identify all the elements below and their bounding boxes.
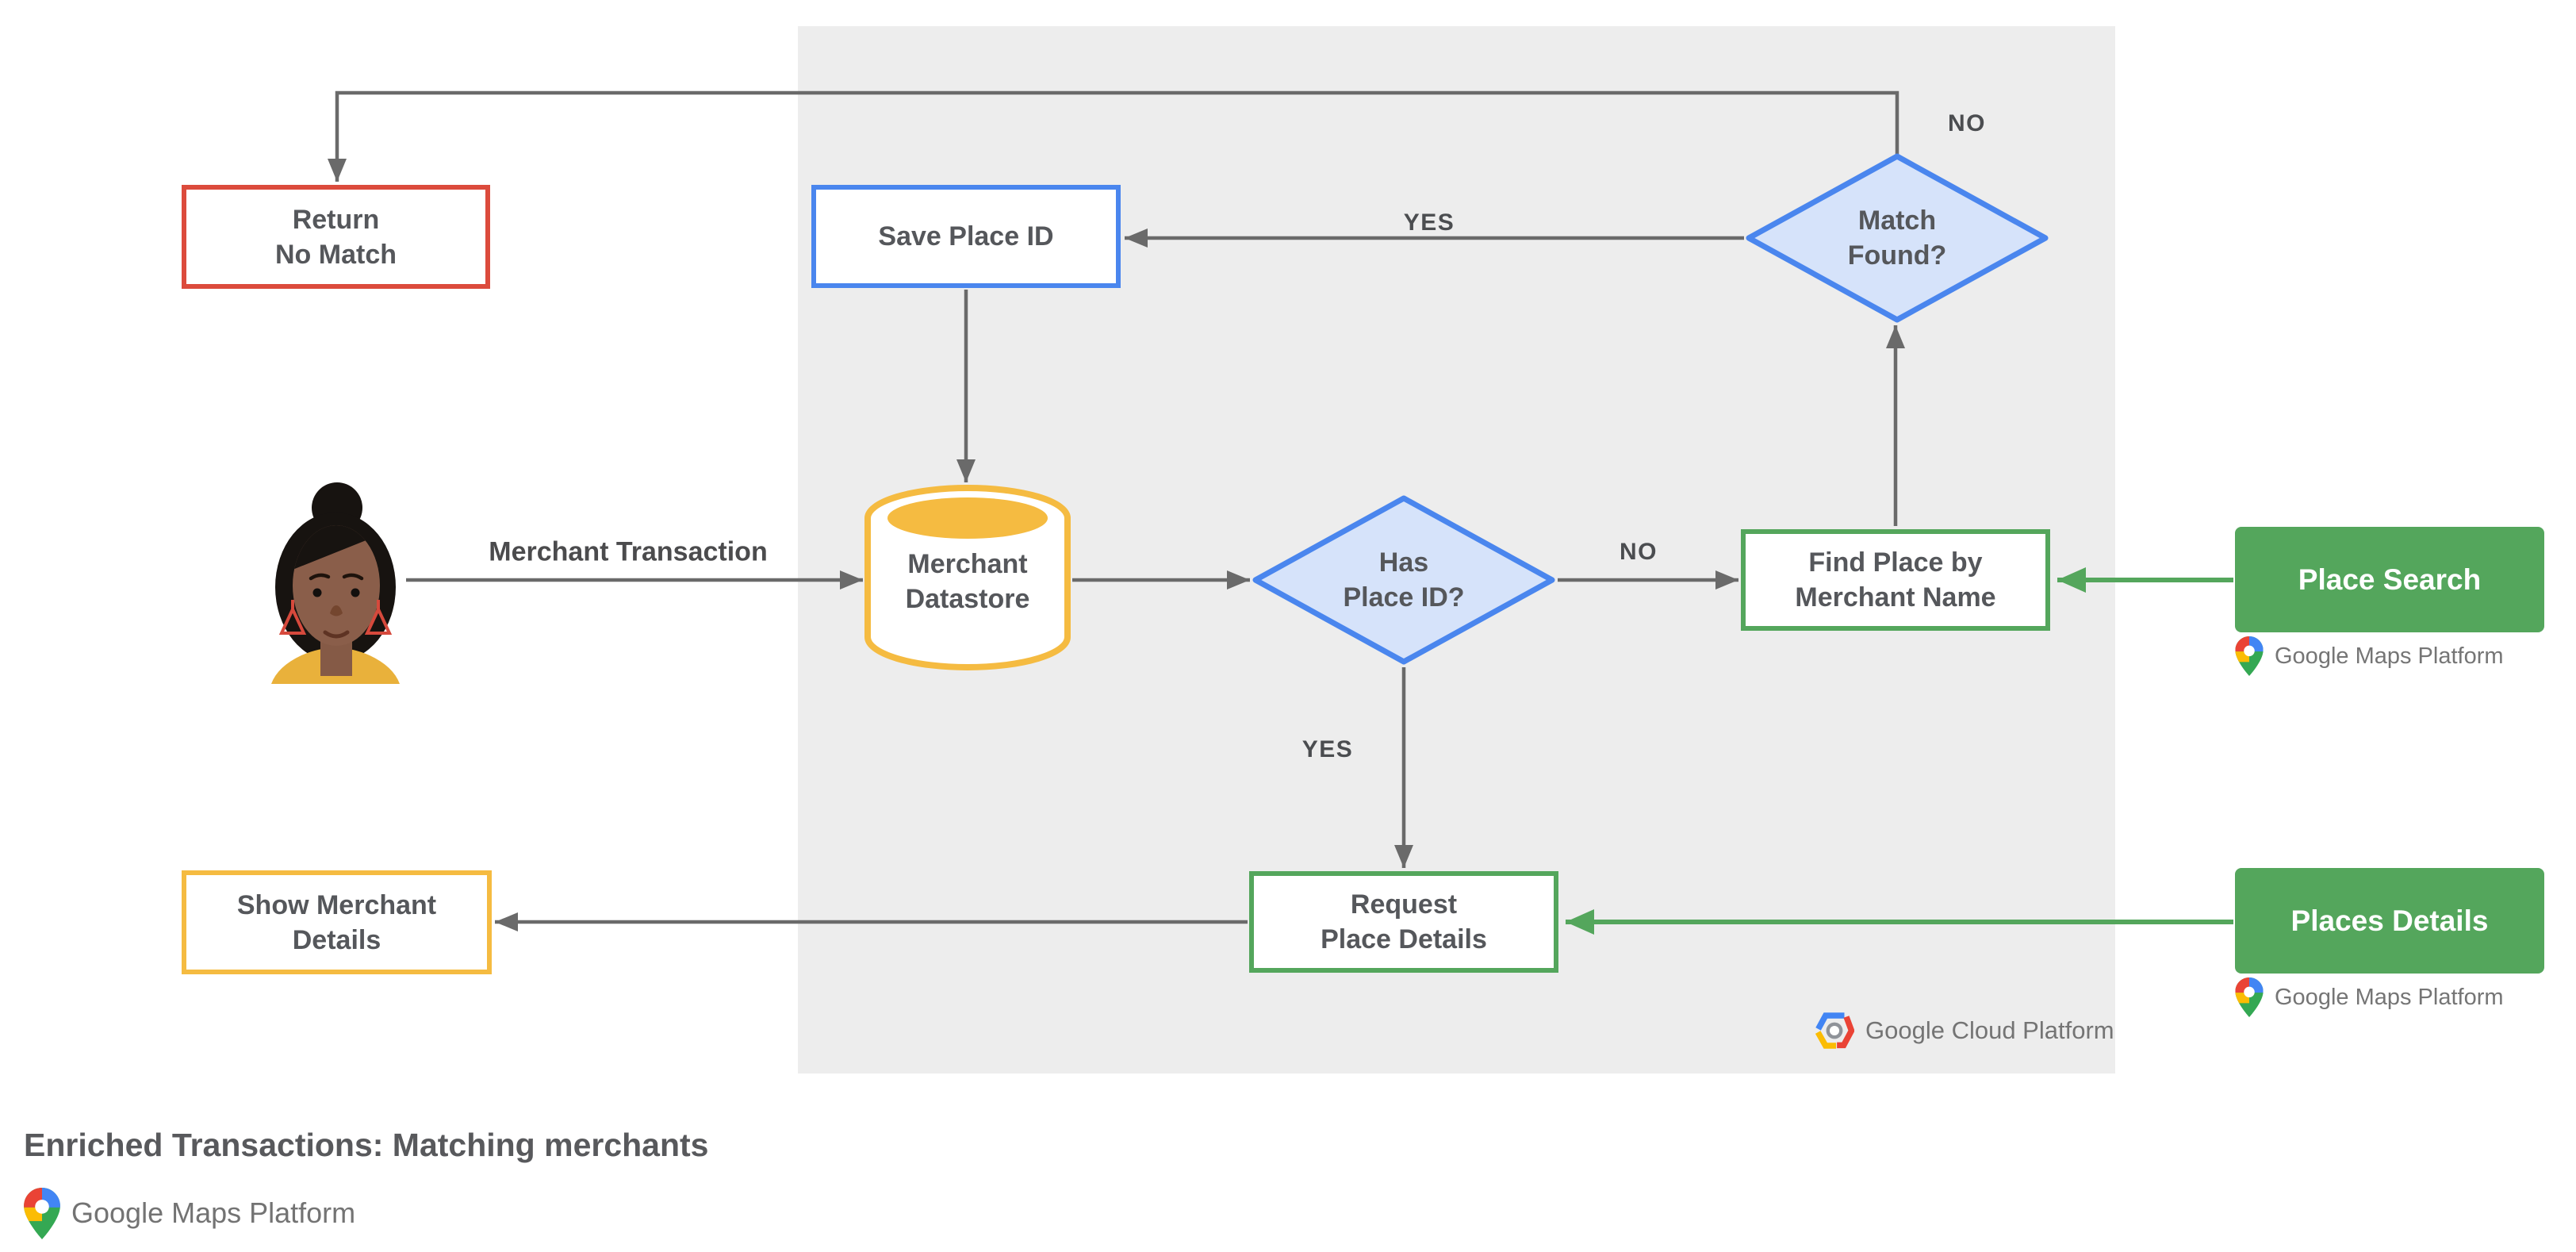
label-has-place-id-no: NO	[1620, 539, 1658, 565]
earrings	[278, 600, 393, 635]
label-match-found-yes: YES	[1403, 209, 1455, 236]
node-place-search-api: Place Search	[2235, 527, 2544, 632]
merchant-user-avatar	[270, 476, 401, 688]
node-match-found-decision: Match Found?	[1742, 149, 2053, 327]
node-return-no-match: Return No Match	[182, 185, 490, 289]
gcp-logo: Google Cloud Platform	[1815, 1011, 2114, 1050]
gmp-logo-places-details: Google Maps Platform	[2235, 976, 2504, 1019]
label-merchant-transaction: Merchant Transaction	[489, 536, 768, 567]
node-show-merchant-details: Show Merchant Details	[182, 870, 492, 974]
diagram-title: Enriched Transactions: Matching merchant…	[24, 1127, 709, 1163]
label-match-found-no: NO	[1948, 110, 1986, 136]
diamond-shape	[1746, 153, 2049, 323]
node-merchant-datastore: Merchant Datastore	[863, 483, 1072, 672]
has-place-id-label: Has Place ID?	[1343, 547, 1465, 613]
node-request-place-details: Request Place Details	[1249, 871, 1558, 973]
maps-pin-icon	[2235, 636, 2264, 676]
node-has-place-id-decision: Has Place ID?	[1248, 491, 1559, 669]
person-icon	[271, 482, 400, 684]
gmp-logo-text: Google Maps Platform	[71, 1196, 356, 1229]
node-save-place-id: Save Place ID	[811, 185, 1121, 288]
database-cylinder-icon	[864, 485, 1071, 670]
gmp-logo-text: Google Maps Platform	[2275, 984, 2504, 1010]
node-find-place-by-merchant-name: Find Place by Merchant Name	[1741, 529, 2050, 631]
gcp-logo-text: Google Cloud Platform	[1865, 1016, 2114, 1044]
diamond-shape	[1252, 495, 1555, 665]
gmp-logo-place-search: Google Maps Platform	[2235, 635, 2504, 678]
maps-pin-icon	[24, 1187, 60, 1239]
gcp-hexagon-icon	[1815, 1012, 1854, 1049]
match-found-label: Match Found?	[1847, 205, 1947, 271]
merchant-datastore-label: Merchant Datastore	[905, 549, 1030, 614]
maps-pin-icon	[2235, 977, 2264, 1017]
gmp-logo-text: Google Maps Platform	[2275, 643, 2504, 669]
node-places-details-api: Places Details	[2235, 868, 2544, 974]
gmp-logo-footer: Google Maps Platform	[24, 1185, 355, 1241]
label-has-place-id-yes: YES	[1301, 736, 1354, 762]
